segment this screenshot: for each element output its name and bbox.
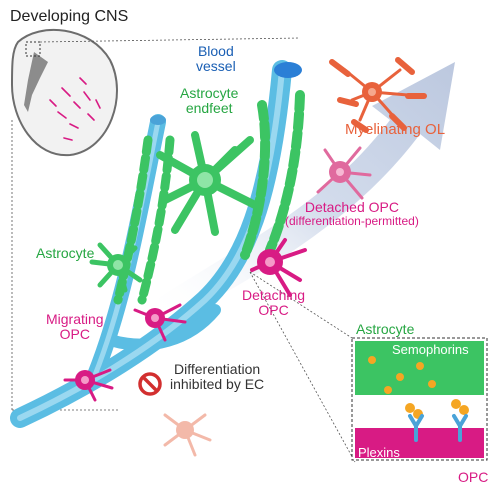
inset-label-plexins: Plexins (358, 445, 400, 460)
label-migrating-opc: Migrating OPC (46, 311, 104, 343)
central-astrocyte (156, 131, 259, 236)
inset-panel (351, 337, 488, 461)
label-differentiation-inhibited: Differentiation inhibited by EC (170, 361, 265, 393)
inset-label-astrocyte: Astrocyte (356, 321, 415, 337)
label-astrocyte-endfeet: Astrocyte endfeet (180, 85, 239, 117)
vessel-lumen-left (150, 115, 166, 125)
inset-label-opc: OPC (458, 469, 489, 485)
brain-section-icon (10, 28, 118, 157)
label-detaching-opc: Detaching OPC (242, 287, 306, 319)
vessel-lumen-top (274, 62, 302, 78)
label-blood-vessel: Blood vessel (196, 43, 236, 75)
myelinating-ol (329, 57, 427, 133)
inset-label-semophorins: Semophorins (392, 342, 469, 357)
inhibition-icon (138, 372, 162, 396)
migrating-opc (63, 303, 187, 402)
label-astrocyte: Astrocyte (36, 245, 95, 261)
detaching-opc (250, 238, 307, 297)
figure-title: Developing CNS (10, 8, 129, 25)
label-myelinating-ol: Myelinating OL (345, 121, 446, 138)
astrocyte (89, 242, 143, 293)
plexin-receptors (408, 414, 468, 442)
label-detached-opc: Detached OPC (differentiation-permitted) (285, 199, 419, 229)
detached-opc (316, 146, 372, 200)
inhibited-ol (163, 413, 212, 457)
